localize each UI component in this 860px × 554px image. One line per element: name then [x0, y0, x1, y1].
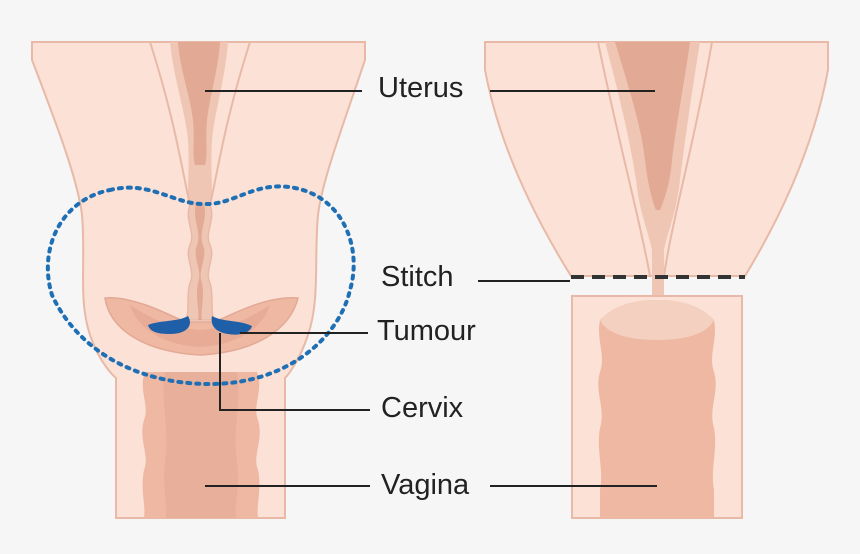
label-cervix: Cervix [381, 392, 464, 424]
removal-area-outline [45, 184, 356, 387]
right-canal-line-b [663, 41, 713, 277]
left-cervix-inner [130, 305, 270, 347]
right-canal-line-a [597, 41, 651, 277]
label-uterus: Uterus [378, 72, 463, 104]
left-canal-line-b [209, 41, 251, 206]
label-vagina: Vagina [381, 469, 470, 501]
right-figure [484, 41, 829, 519]
left-figure [31, 41, 366, 519]
cervix-leader [219, 333, 370, 411]
right-cavity-inner [615, 42, 690, 210]
leader-lines [205, 90, 657, 487]
left-canal-core [195, 205, 205, 320]
right-vagina-top [600, 300, 714, 340]
left-tumour-a[interactable] [148, 316, 190, 334]
left-canal-line-a [149, 41, 191, 206]
label-stitch: Stitch [381, 261, 454, 293]
label-tumour: Tumour [377, 315, 476, 347]
left-tumour-b[interactable] [211, 316, 252, 335]
right-vagina [598, 300, 716, 518]
left-vagina-inner [163, 372, 239, 518]
right-canal-thin [652, 250, 664, 296]
left-cervix [104, 297, 299, 356]
left-cavity-inner [178, 42, 220, 165]
